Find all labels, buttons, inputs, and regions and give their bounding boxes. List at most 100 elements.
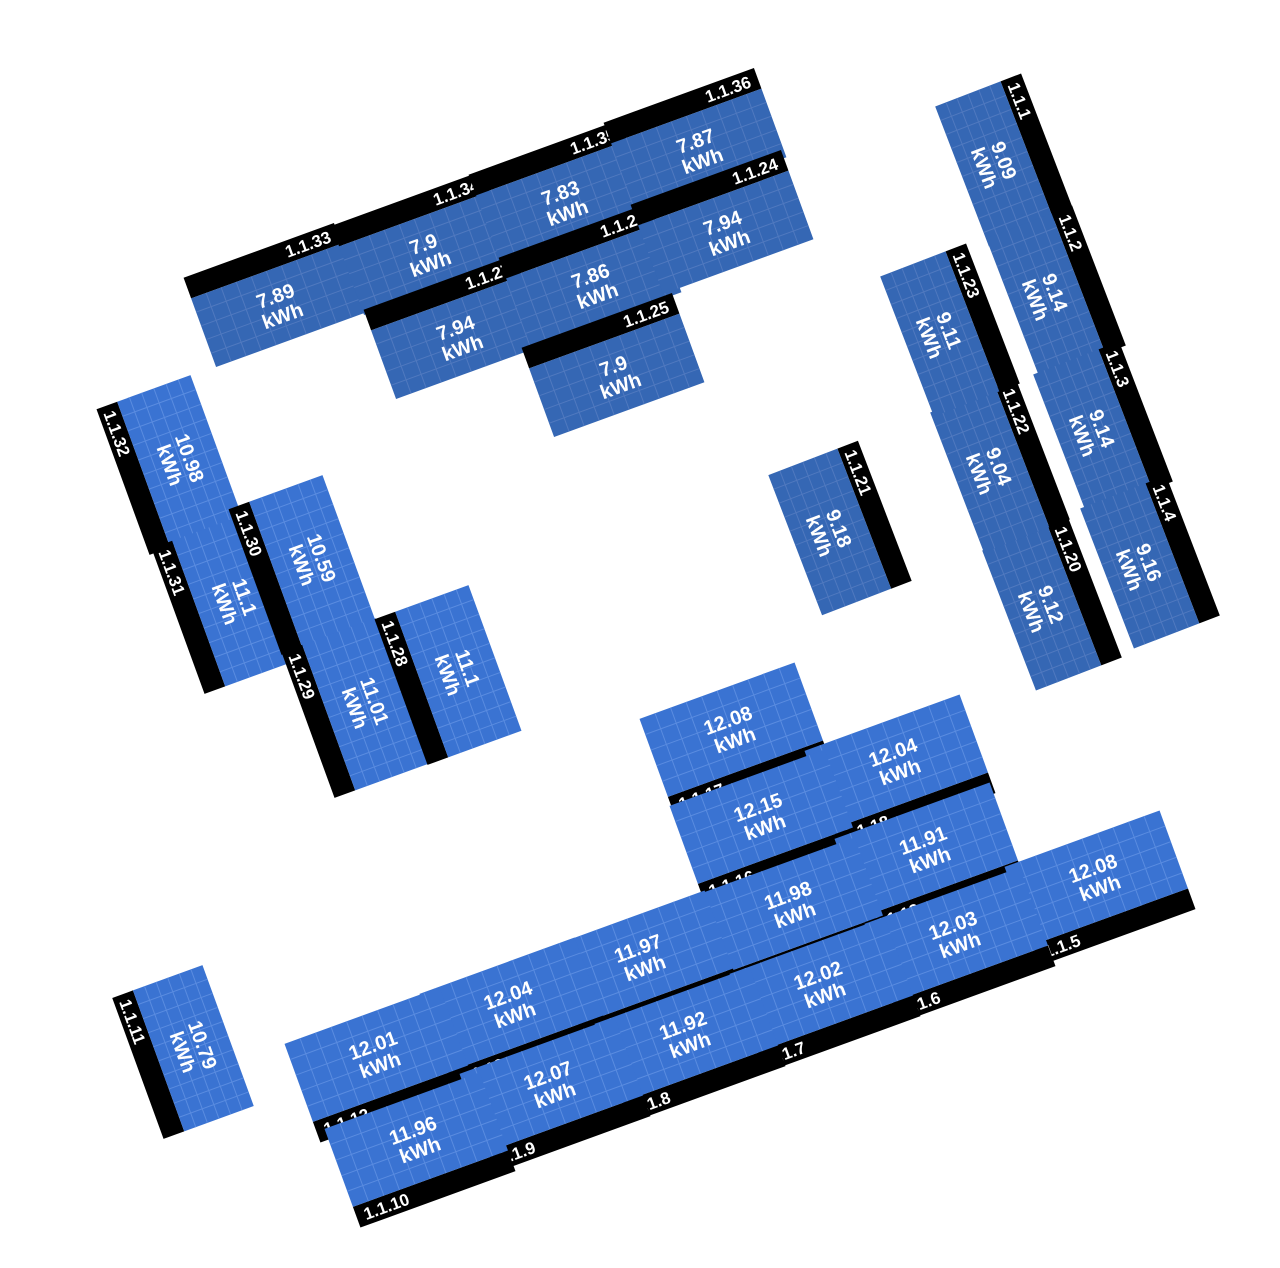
grid-line	[752, 979, 908, 1037]
grid-line	[505, 1056, 535, 1136]
grid-line	[740, 948, 897, 1006]
grid-line	[490, 181, 642, 238]
grid-line	[652, 219, 679, 289]
grid-line	[712, 197, 739, 267]
grid-line	[850, 733, 880, 813]
panel-stripe	[352, 1150, 516, 1228]
grid-line	[761, 871, 791, 950]
grid-line	[618, 335, 645, 405]
grid-line	[1003, 872, 1033, 952]
grid-line	[560, 921, 717, 979]
grid-line	[598, 1022, 628, 1102]
grid-line	[512, 959, 542, 1039]
grid-line	[425, 952, 581, 1010]
grid-line	[588, 346, 615, 416]
grid-line	[792, 859, 822, 939]
grid-line	[620, 115, 772, 172]
grid-line	[163, 1049, 234, 1076]
grid-line	[746, 777, 776, 856]
grid-line	[550, 261, 577, 331]
grid-line	[346, 1021, 376, 1100]
grid-line	[945, 108, 1012, 135]
grid-line	[778, 476, 849, 504]
grid-line	[956, 456, 1023, 483]
grid-line	[718, 978, 748, 1057]
grid-line	[1019, 861, 1049, 940]
panel-stripe	[112, 990, 185, 1139]
grid-line	[671, 995, 701, 1074]
grid-line	[715, 788, 745, 868]
grid-line	[317, 661, 392, 689]
grid-line	[583, 1028, 613, 1107]
grid-line	[1035, 855, 1065, 934]
grid-line	[667, 214, 694, 284]
grid-line	[996, 240, 1063, 267]
grid-line	[1015, 841, 1172, 899]
grid-line	[670, 707, 700, 786]
grid-line	[733, 972, 763, 1052]
grid-line	[722, 899, 878, 957]
grid-line	[1027, 872, 1183, 930]
grid-line	[400, 599, 474, 627]
grid-line	[988, 878, 1018, 957]
grid-line	[791, 951, 821, 1030]
grid-line	[710, 868, 867, 926]
panel-stripe	[1000, 73, 1075, 222]
grid-line	[626, 918, 656, 997]
grid-line	[851, 828, 1007, 887]
grid-line	[1019, 622, 1086, 649]
grid-line	[323, 675, 397, 704]
grid-line	[838, 842, 868, 922]
grid-line	[857, 844, 1013, 902]
grid-line	[688, 895, 718, 975]
grid-line	[1010, 825, 1166, 883]
grid-line	[341, 1118, 497, 1177]
grid-line	[978, 512, 1045, 539]
grid-line	[410, 628, 485, 656]
grid-line	[264, 518, 339, 546]
grid-line	[344, 734, 419, 762]
grid-line	[137, 978, 208, 1005]
panel-stripe	[1047, 517, 1122, 666]
grid-line	[385, 316, 537, 373]
grid-line	[923, 362, 989, 389]
grid-line	[505, 184, 532, 254]
grid-line	[682, 208, 709, 278]
grid-line	[416, 642, 490, 671]
grid-line	[645, 677, 801, 735]
grid-line	[1029, 324, 1095, 351]
grid-line	[315, 1032, 345, 1111]
grid-line	[550, 167, 577, 237]
grid-line	[565, 256, 592, 326]
grid-line	[580, 156, 607, 226]
grid-line	[662, 724, 818, 782]
grid-line	[1128, 608, 1195, 635]
